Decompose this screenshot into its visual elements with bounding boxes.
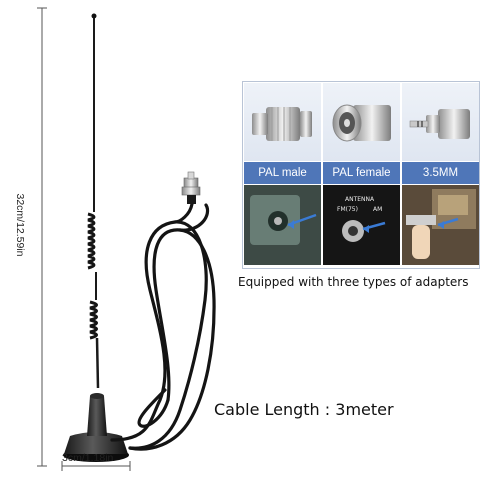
- pal-female-label: PAL female: [323, 162, 400, 184]
- adapters-caption: Equipped with three types of adapters: [238, 275, 469, 289]
- scene-fm-text: FM(75): [337, 206, 358, 213]
- base-dimension-line: [61, 461, 131, 471]
- height-dimension-line: [37, 7, 47, 467]
- adapter-panel: PAL male PAL female: [242, 81, 480, 269]
- 3-5mm-label: 3.5MM: [402, 162, 479, 184]
- 3-5mm-adapter-photo: [402, 83, 479, 161]
- coax-cable: [110, 202, 216, 451]
- f-connector: [181, 171, 201, 204]
- scene-antenna-text: ANTENNA: [345, 196, 375, 203]
- pal-female-adapter-photo: [323, 83, 400, 161]
- height-dimension-label: 32cm/12.59in: [14, 193, 26, 257]
- pal-male-adapter-photo: [244, 83, 321, 161]
- pal-male-label: PAL male: [244, 162, 321, 184]
- scene-am-text: AM: [373, 206, 382, 213]
- antenna-whip: [91, 13, 100, 389]
- pal-male-usage-photo: [244, 185, 321, 265]
- base-dimension-label: 3cm/1.18in: [62, 452, 114, 464]
- magnetic-base: [63, 393, 129, 462]
- pal-female-usage-photo: ANTENNA FM(75) AM: [323, 185, 400, 265]
- cable-length-caption: Cable Length : 3meter: [214, 400, 394, 419]
- upper-coil: [87, 212, 96, 270]
- lower-coil: [89, 300, 98, 340]
- 3-5mm-usage-photo: [402, 185, 479, 265]
